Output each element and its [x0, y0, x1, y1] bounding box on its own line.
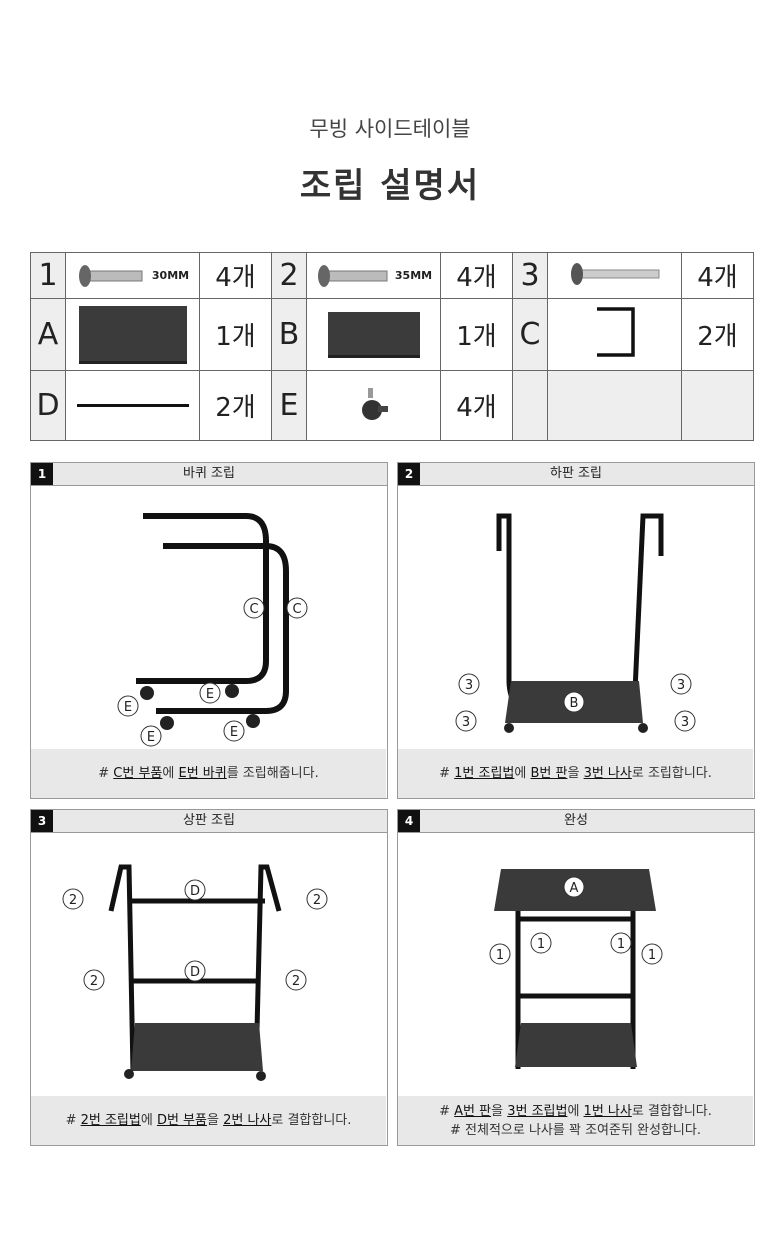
frame-icon [596, 306, 635, 357]
label-e: E [147, 730, 155, 745]
part-qty: 1개 [199, 298, 272, 371]
part-qty: 1개 [440, 298, 513, 371]
board-b [306, 298, 441, 371]
part-key: 1 [30, 252, 66, 299]
step-3-illustration: D D 2 2 2 2 [62, 864, 328, 1081]
label-screw: 2 [292, 974, 300, 989]
label-e: E [206, 687, 214, 702]
bar-d [65, 370, 200, 441]
label-d: D [190, 884, 200, 899]
step-2-illustration: B 3 3 3 3 [455, 513, 696, 733]
label-screw: 2 [69, 893, 77, 908]
screw-30mm: 30MM [65, 252, 200, 299]
label-screw: 1 [648, 948, 656, 963]
screw-icon [317, 264, 388, 287]
size-label: 35MM [394, 269, 433, 282]
part-qty: 2개 [681, 298, 754, 371]
label-b: B [570, 696, 579, 711]
label-c: C [292, 602, 301, 617]
label-screw: 3 [465, 678, 473, 693]
part-key: D [30, 370, 66, 441]
label-screw: 3 [681, 715, 689, 730]
label-e: E [124, 700, 132, 715]
step-number: 1 [31, 463, 53, 485]
wood-screw [547, 252, 682, 299]
label-e: E [230, 725, 238, 740]
step-title: 하판 조립 [550, 466, 602, 481]
part-qty: 4개 [199, 252, 272, 299]
wheel-e [306, 370, 441, 441]
part-key: A [30, 298, 66, 371]
label-screw: 2 [90, 974, 98, 989]
step-1-illustration: C C E E E E [117, 513, 308, 747]
label-screw: 1 [496, 948, 504, 963]
screw-35mm: 35MM [306, 252, 441, 299]
wheel-icon [361, 387, 388, 420]
part-key: C [512, 298, 548, 371]
parts-table: 1 30MM 4개 2 35MM 4개 3 4개 A 1개 B 1개 C 2개 … [30, 252, 754, 441]
board-a [65, 298, 200, 371]
size-label: 30MM [151, 269, 190, 282]
label-a: A [570, 881, 579, 896]
screw-icon [78, 264, 143, 287]
step-title: 상판 조립 [183, 813, 235, 828]
step-caption: # 2번 조립법에 D번 부품을 2번 나사로 결합합니다. [31, 1096, 386, 1145]
screw-icon [570, 262, 659, 285]
part-key: B [271, 298, 307, 371]
label-screw: 2 [313, 893, 321, 908]
label-screw: 1 [617, 937, 625, 952]
part-key: 2 [271, 252, 307, 299]
step-number: 4 [398, 810, 420, 832]
label-screw: 3 [462, 715, 470, 730]
step-2-panel: 2 하판 조립 B 3 3 3 3 # 1번 조립법에 B번 판을 3번 나사로 … [397, 462, 755, 799]
subtitle: 무빙 사이드테이블 [309, 117, 471, 141]
step-number: 2 [398, 463, 420, 485]
frame-c [547, 298, 682, 371]
step-3-panel: 3 상판 조립 D D 2 2 2 2 # 2번 조립법에 D번 부품을 2번 나… [30, 809, 388, 1146]
part-qty: 2개 [199, 370, 272, 441]
part-qty: 4개 [681, 252, 754, 299]
part-qty: 4개 [440, 252, 513, 299]
part-qty: 4개 [440, 370, 513, 441]
part-key: 3 [512, 252, 548, 299]
label-screw: 3 [677, 678, 685, 693]
label-screw: 1 [537, 937, 545, 952]
step-caption: # A번 판을 3번 조립법에 1번 나사로 결합합니다.# 전체적으로 나사를… [398, 1096, 753, 1145]
page-title: 조립 설명서 [299, 166, 481, 206]
label-d: D [190, 965, 200, 980]
step-number: 3 [31, 810, 53, 832]
step-caption: # 1번 조립법에 B번 판을 3번 나사로 조립합니다. [398, 749, 753, 798]
step-4-panel: 4 완성 A 1 1 1 1 # A번 판을 3번 조립법에 1번 나사로 결합합… [397, 809, 755, 1146]
step-4-illustration: A 1 1 1 1 [489, 869, 663, 1069]
part-key: E [271, 370, 307, 441]
step-caption: # C번 부품에 E번 바퀴를 조립해줍니다. [31, 749, 386, 798]
label-c: C [249, 602, 258, 617]
step-1-panel: 1 바퀴 조립 C C E E E E # C번 부품에 E번 바퀴를 조립해줍니… [30, 462, 388, 799]
step-title: 바퀴 조립 [183, 466, 235, 481]
step-title: 완성 [564, 813, 588, 828]
